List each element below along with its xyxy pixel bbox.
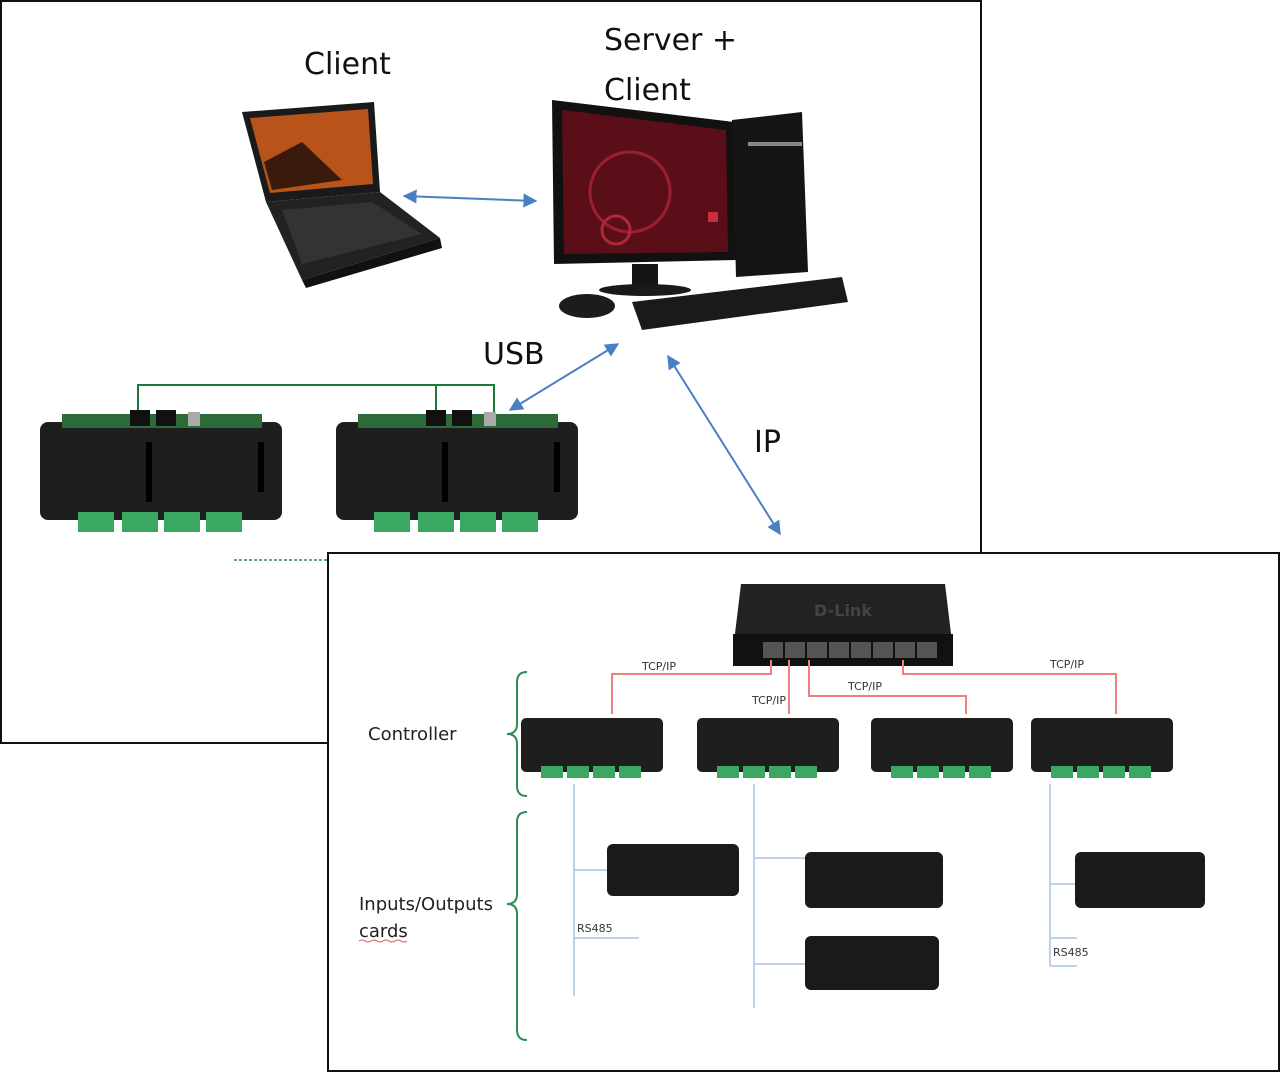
io-card-3-icon xyxy=(805,936,939,990)
io-card-4-icon xyxy=(1075,852,1205,908)
io-cards-label-line1: Inputs/Outputs xyxy=(359,894,493,915)
spellcheck-underline xyxy=(358,939,408,943)
bottom-controller-1-icon xyxy=(521,718,663,778)
client-label: Client xyxy=(304,47,391,82)
io-cards-brace xyxy=(506,811,528,1041)
usb-arrow xyxy=(508,343,620,411)
tcpip-wire-1 xyxy=(611,660,772,714)
top-diagram-svg: Client Server + Client USB IP xyxy=(40,23,848,561)
io-cards-label-line2: cards xyxy=(359,921,408,942)
switch-brand-label: D-Link xyxy=(814,601,872,620)
bottom-controller-4-icon xyxy=(1031,718,1173,778)
io-card-1-icon xyxy=(607,844,739,896)
tcpip-wire-3 xyxy=(808,660,967,714)
controller-2-icon xyxy=(336,410,578,532)
ip-label: IP xyxy=(754,425,781,460)
network-switch-icon: D-Link xyxy=(733,584,953,666)
controller-brace xyxy=(506,671,528,797)
bottom-controller-3-icon xyxy=(871,718,1013,778)
tcpip-wires xyxy=(611,660,1117,714)
laptop-icon xyxy=(242,102,442,288)
bottom-diagram-panel: D-Link TCP/IP TCP/IP TCP/IP TCP/IP Contr… xyxy=(327,552,1280,1072)
laptop-server-arrow xyxy=(402,189,538,208)
tcpip-label-1: TCP/IP xyxy=(641,660,676,673)
bottom-controller-2-icon xyxy=(697,718,839,778)
bus-wire xyxy=(137,384,495,412)
controller-label: Controller xyxy=(368,724,457,745)
bottom-diagram-svg: D-Link TCP/IP TCP/IP TCP/IP TCP/IP Contr… xyxy=(358,584,1205,1041)
server-label-line2: Client xyxy=(604,73,691,108)
rs485-label-2: RS485 xyxy=(1053,946,1089,959)
io-card-2-icon xyxy=(805,852,943,908)
ip-arrow xyxy=(667,354,781,536)
tcpip-wire-4 xyxy=(902,660,1117,714)
tcpip-label-4: TCP/IP xyxy=(1049,658,1084,671)
controller-1-icon xyxy=(40,410,282,532)
rs485-wires xyxy=(573,784,1077,1008)
desktop-pc-icon xyxy=(552,100,848,330)
usb-label: USB xyxy=(483,337,545,372)
tcpip-label-2: TCP/IP xyxy=(751,694,786,707)
top-diagram-panel: Client Server + Client USB IP xyxy=(0,0,982,744)
rs485-label-1: RS485 xyxy=(577,922,613,935)
server-label-line1: Server + xyxy=(604,23,737,58)
tcpip-label-3: TCP/IP xyxy=(847,680,882,693)
